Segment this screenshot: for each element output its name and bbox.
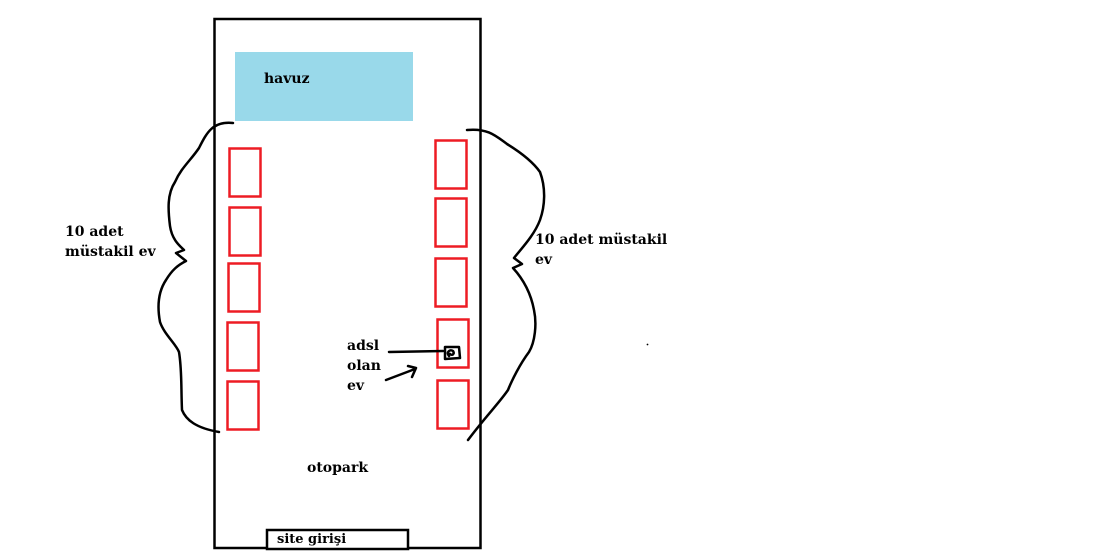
entrance-box <box>265 528 410 551</box>
parking-label: otopark <box>307 460 369 476</box>
adsl-label-line-3: ev <box>347 378 365 394</box>
house-right-3 <box>434 257 468 308</box>
right-houses-label-line-2: ev <box>535 252 553 268</box>
adsl-label-line-1: adsl <box>347 338 380 354</box>
right-houses-label-line-1: 10 adet müstakil <box>535 232 668 248</box>
left-houses-label-line-1: 10 adet <box>65 224 124 240</box>
house-left-3 <box>227 262 261 313</box>
house-left-1 <box>228 147 262 198</box>
stray-dot <box>646 343 649 346</box>
house-left-5 <box>226 380 260 431</box>
pool <box>235 52 413 121</box>
left-brace <box>157 121 235 434</box>
house-right-2 <box>434 197 468 248</box>
entrance-label: site girişi <box>277 532 347 547</box>
right-brace <box>465 128 546 442</box>
house-adsl <box>436 318 470 369</box>
adsl-label-line-2: olan <box>347 358 381 374</box>
right-houses <box>434 139 470 430</box>
left-houses <box>226 147 262 431</box>
house-left-2 <box>228 206 262 257</box>
house-right-1 <box>434 139 468 190</box>
left-houses-label-line-2: müstakil ev <box>65 244 156 260</box>
adsl-pointer <box>384 345 462 382</box>
house-left-4 <box>226 321 260 372</box>
house-right-5 <box>436 379 470 430</box>
pool-label: havuz <box>264 71 310 87</box>
